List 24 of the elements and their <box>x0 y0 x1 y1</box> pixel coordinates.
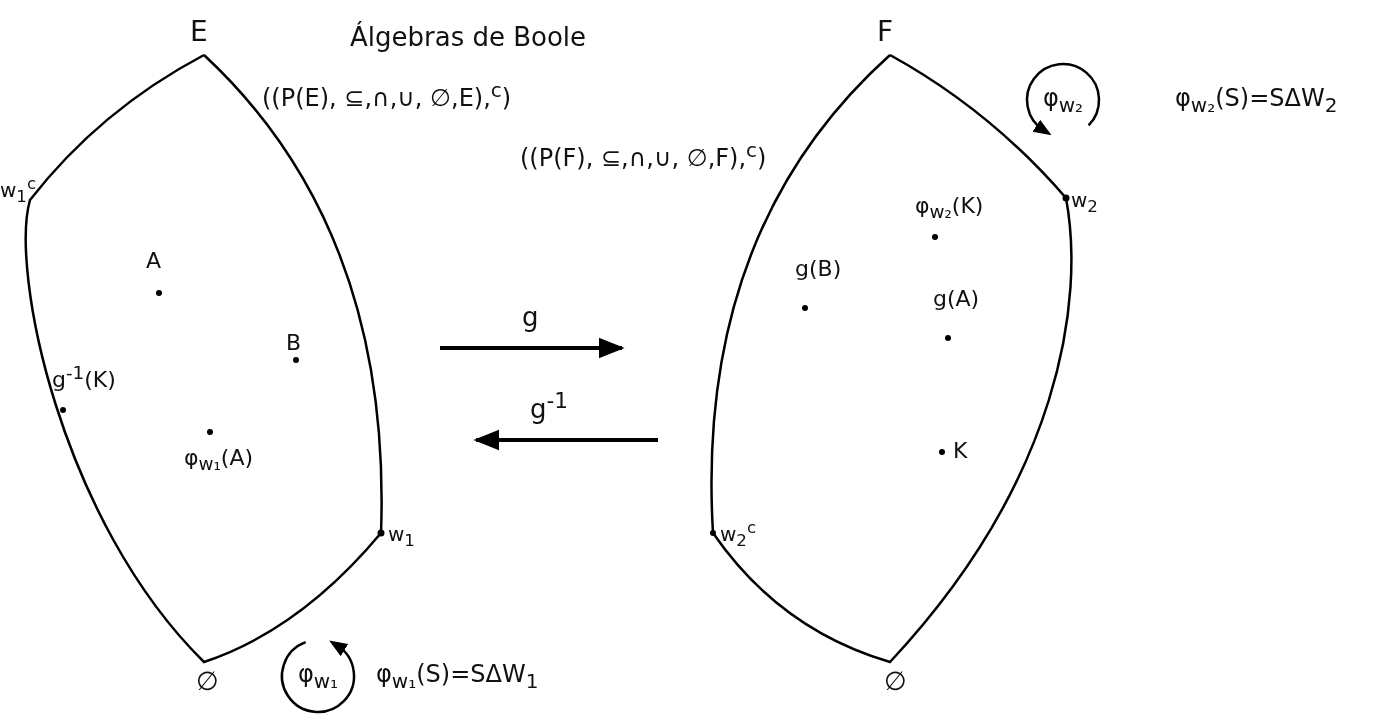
arrow <box>473 429 658 451</box>
set-label: K <box>953 440 968 462</box>
vertex-label: E <box>190 18 208 46</box>
edge-label: g <box>522 304 539 330</box>
formula: φ$_{w₂}$(S)=SΔW$_{2}$ <box>1175 86 1338 115</box>
vertex-label: w$_{2}$ <box>1071 190 1098 216</box>
vertex-label: ∅ <box>884 668 907 694</box>
set-label: φ$_{w₂}$(K) <box>915 195 984 222</box>
set-label: g(A) <box>933 288 980 310</box>
map-label: φ$_{w₁}$ <box>296 662 340 691</box>
map-label: φ$_{w₂}$ <box>1041 86 1085 115</box>
set-label: g(B) <box>795 258 842 280</box>
set-label: A <box>146 250 162 272</box>
algebra-tuple: ((P(E), ⊆,∩,∪, ∅,E),$^{c}$) <box>262 80 512 110</box>
edge-label: g$^{-1}$ <box>530 390 569 422</box>
vertex-label: F <box>877 18 894 46</box>
set-label: B <box>286 332 302 354</box>
set-label: φ$_{w₁}$(A) <box>184 447 254 474</box>
algebra-tuple: ((P(F), ⊆,∩,∪, ∅,F),$^{c}$) <box>520 140 767 170</box>
arrow <box>440 337 625 359</box>
vertex-label: ∅ <box>196 668 219 694</box>
formula: φ$_{w₁}$(S)=SΔW$_{1}$ <box>376 662 539 691</box>
set-label: g$^{-1}$(K) <box>52 364 116 392</box>
vertex-label: w$_{1}$ <box>388 524 415 550</box>
